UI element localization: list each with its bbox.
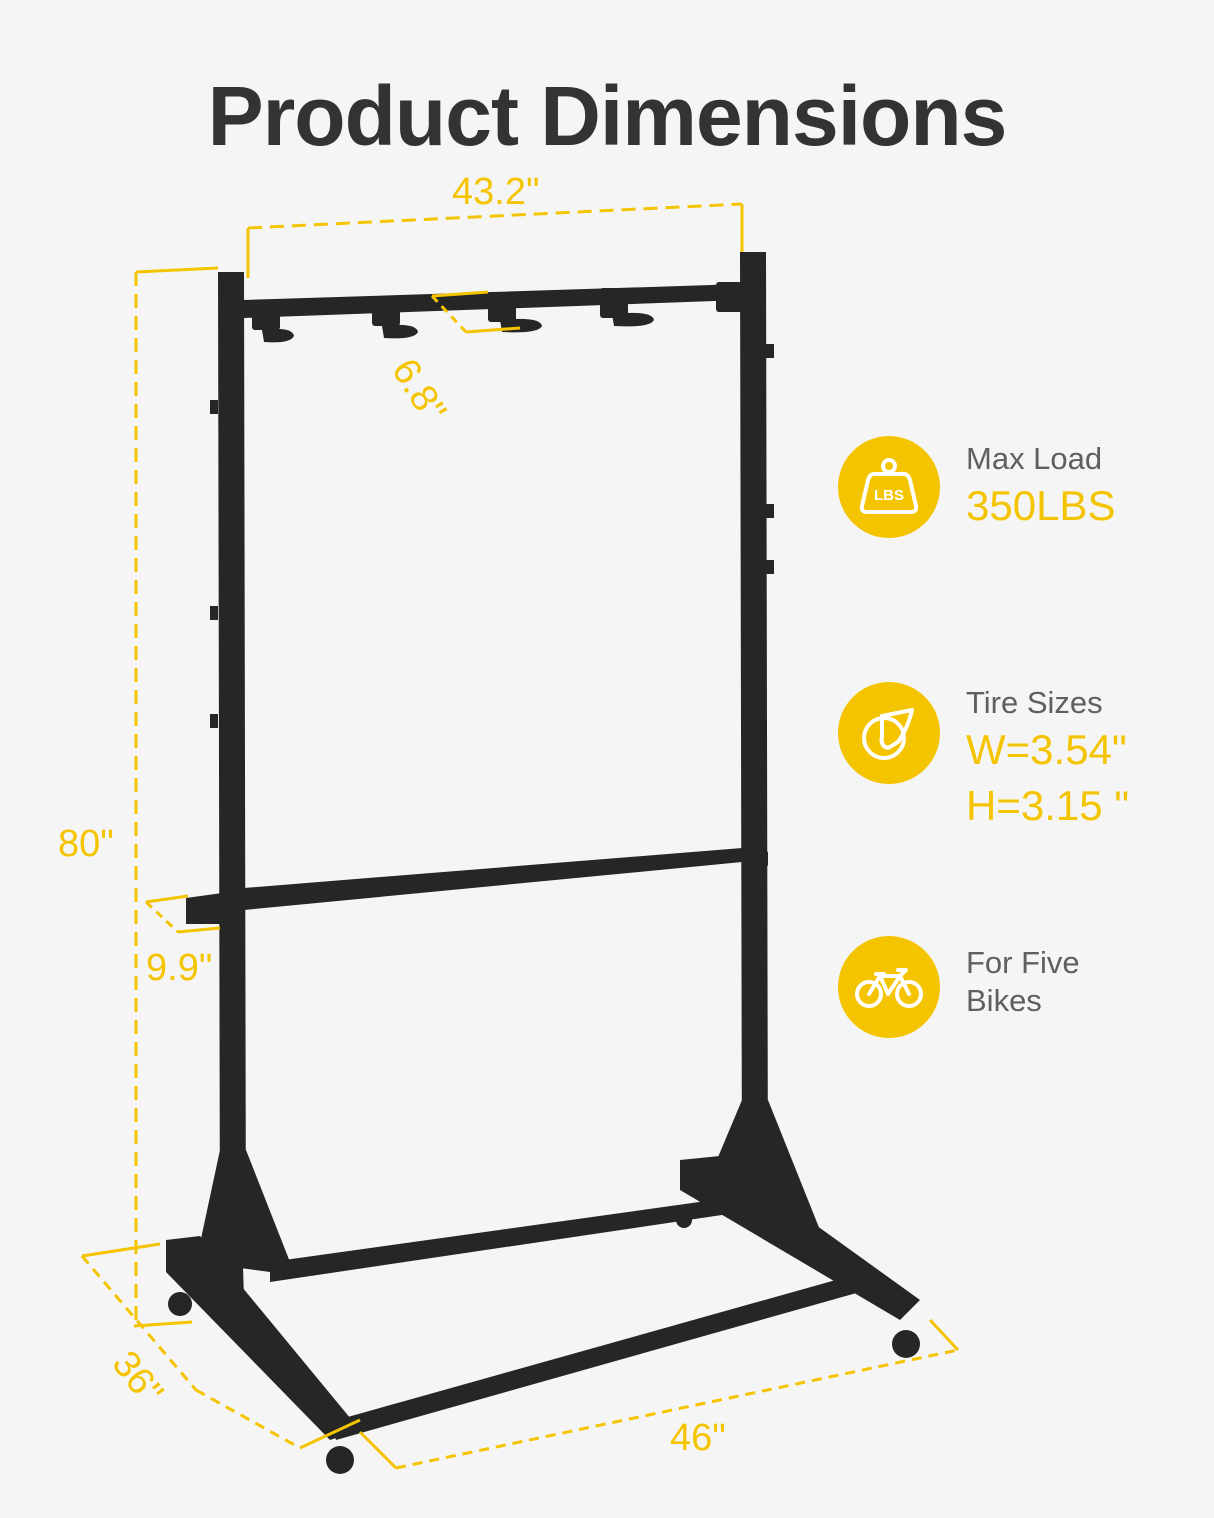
hook-clamps bbox=[252, 282, 742, 343]
page-title: Product Dimensions bbox=[207, 69, 1008, 163]
caster-wheel-icon bbox=[838, 682, 940, 784]
bicycle-icon bbox=[838, 936, 940, 1038]
feature-label-line-1: For Five bbox=[966, 945, 1080, 980]
feature-max-load: LBS Max Load 350LBS bbox=[838, 436, 1115, 538]
rack-frame bbox=[166, 252, 920, 1474]
feature-label: Tire Sizes bbox=[966, 685, 1103, 720]
dimension-shelf-depth: 9.9" bbox=[146, 947, 213, 989]
feature-tire-sizes: Tire Sizes W=3.54" H=3.15 " bbox=[838, 682, 1129, 834]
weight-lbs-icon: LBS bbox=[838, 436, 940, 538]
dimension-base-width: 46" bbox=[670, 1417, 726, 1459]
dimension-lines bbox=[80, 202, 960, 1470]
feature-bike-capacity: For Five Bikes bbox=[838, 936, 1080, 1038]
svg-text:LBS: LBS bbox=[874, 487, 904, 504]
feature-value-height: H=3.15 " bbox=[966, 782, 1130, 829]
feature-label: Max Load bbox=[966, 441, 1103, 476]
feature-label-line-2: Bikes bbox=[966, 983, 1042, 1018]
feature-value-width: W=3.54" bbox=[966, 726, 1127, 773]
dimension-height: 80" bbox=[58, 823, 114, 865]
dimension-width-top: 43.2" bbox=[452, 171, 540, 213]
feature-value: 350LBS bbox=[966, 482, 1116, 529]
